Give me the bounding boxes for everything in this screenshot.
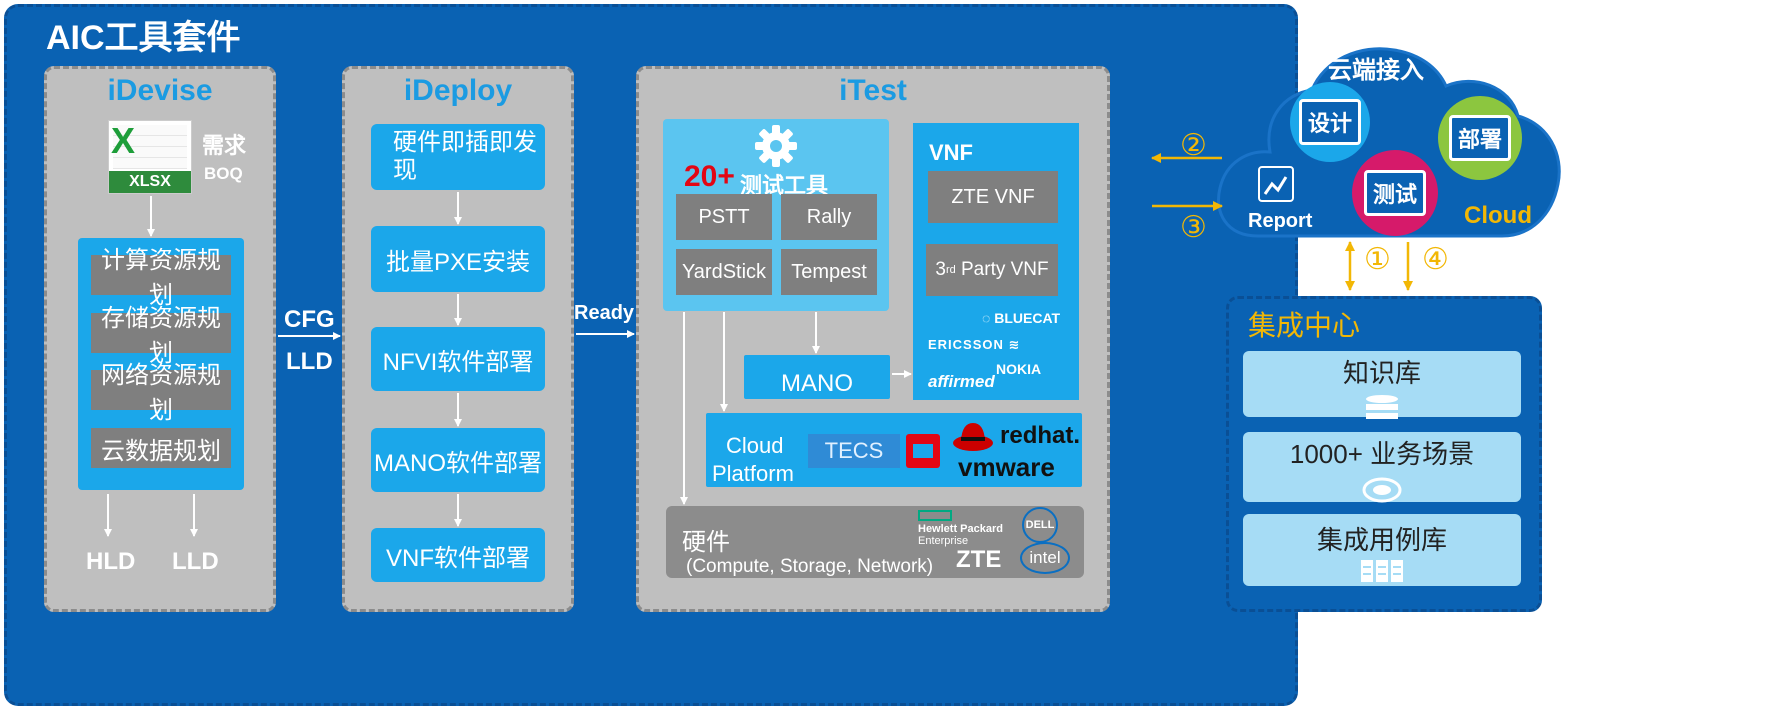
knowledge-base-item: 知识库 — [1243, 351, 1521, 419]
tools-count: 20+ — [684, 160, 735, 193]
integration-cases-item: 集成用例库 — [1243, 514, 1521, 586]
report-label: Report — [1248, 210, 1313, 232]
cloud-title: 云端接入 — [1328, 57, 1424, 84]
tool-yardstick: YardStick — [676, 249, 772, 295]
plan-item-storage: 存储资源规划 — [91, 305, 231, 367]
box-icon — [1362, 477, 1402, 503]
lld-output-label: LLD — [172, 548, 219, 575]
step-3-label: ③ — [1180, 211, 1207, 244]
step-1-label: ① — [1364, 243, 1391, 276]
hpe-logo-line1: Hewlett Packard — [918, 523, 1003, 535]
step-hw-discovery: 硬件即插即发现 — [371, 124, 545, 190]
step-4-label: ④ — [1422, 243, 1449, 276]
openstack-logo-icon — [906, 434, 940, 468]
dell-logo: DELL — [1022, 507, 1058, 543]
vnf-title: VNF — [929, 140, 973, 165]
test-label: 测试 — [1372, 182, 1417, 207]
redhat-logo-text: redhat. — [1000, 422, 1081, 449]
step-vnf-deploy: VNF软件部署 — [371, 528, 545, 582]
bluecat-logo-text: BLUECAT — [994, 310, 1061, 326]
deploy-circle: 部署 — [1438, 96, 1522, 180]
knowledge-base-label: 知识库 — [1342, 358, 1421, 388]
deploy-label: 部署 — [1457, 127, 1502, 152]
integration-cases-label: 集成用例库 — [1316, 525, 1447, 555]
step-2-label: ② — [1180, 129, 1207, 162]
design-circle: 设计 — [1290, 82, 1370, 162]
plan-item-network: 网络资源规划 — [91, 362, 231, 424]
intel-logo: intel — [1020, 542, 1070, 574]
integration-center-title: 集成中心 — [1248, 310, 1361, 341]
ericsson-logo: ERICSSON ≋ — [928, 337, 1021, 352]
bluecat-logo: ◌ BLUECAT — [982, 310, 1061, 326]
design-monitor-icon: 设计 — [1299, 99, 1361, 145]
cloud-platform-label: Cloud Platform — [712, 432, 794, 488]
tecs-logo: TECS — [808, 434, 900, 468]
tool-pstt: PSTT — [676, 194, 772, 240]
tool-rally: Rally — [781, 194, 877, 240]
hardware-title: 硬件 — [682, 529, 730, 556]
zte-logo: ZTE — [956, 546, 1002, 573]
step-hw-discovery-label: 硬件即插即发现 — [393, 129, 537, 184]
third-party-vnf-sup: rd — [945, 264, 956, 276]
intel-logo-text: intel — [1029, 548, 1061, 567]
step-nfvi-deploy: NFVI软件部署 — [371, 327, 545, 391]
gear-icon — [754, 124, 798, 168]
idevise-title: iDevise — [107, 74, 213, 107]
test-monitor-icon: 测试 — [1364, 170, 1426, 216]
business-scenarios-item: 1000+ 业务场景 — [1243, 432, 1521, 503]
zte-vnf: ZTE VNF — [928, 171, 1058, 223]
affirmed-logo: affirmed — [928, 372, 995, 391]
lld-connector-label: LLD — [286, 348, 333, 375]
business-scenarios-label: 1000+ 业务场景 — [1289, 439, 1475, 469]
ideploy-title: iDeploy — [403, 74, 513, 107]
hld-output-label: HLD — [86, 548, 136, 575]
cloud-platform-line2: Platform — [712, 461, 794, 486]
third-party-vnf-text: Party VNF — [955, 259, 1049, 280]
main-title: AIC工具套件 — [46, 19, 241, 57]
requirement-label: 需求 — [202, 133, 247, 158]
boq-label: BOQ — [204, 164, 243, 183]
step-pxe-install: 批量PXE安装 — [371, 226, 545, 292]
plan-item-compute: 计算资源规划 — [91, 247, 231, 309]
cloud-label: Cloud — [1464, 202, 1532, 229]
third-party-vnf-num: 3 — [935, 259, 946, 280]
ready-label: Ready — [574, 302, 635, 324]
hardware-subtitle: (Compute, Storage, Network) — [686, 556, 934, 577]
mano-box: MANO — [744, 355, 890, 399]
plan-item-cloud-data: 云数据规划 — [91, 428, 231, 468]
cfg-label: CFG — [284, 306, 335, 333]
xlsx-label: XLSX — [109, 171, 191, 193]
ericsson-logo-text: ERICSSON — [928, 337, 1004, 352]
nokia-logo: NOKIA — [996, 361, 1042, 377]
hardware-box — [666, 506, 1084, 578]
design-label: 设计 — [1307, 111, 1352, 136]
database-icon — [1366, 395, 1398, 419]
tool-tempest: Tempest — [781, 249, 877, 295]
vmware-logo: vmware — [958, 452, 1055, 482]
test-circle: 测试 — [1352, 150, 1438, 236]
report-icon — [1258, 166, 1294, 202]
redhat-logo-icon — [952, 417, 994, 455]
itest-title: iTest — [839, 74, 907, 107]
tecs-logo-text: TECS — [824, 438, 884, 463]
step-mano-deploy: MANO软件部署 — [371, 428, 545, 492]
excel-file-icon: X XLSX — [108, 120, 192, 194]
hpe-logo: Hewlett Packard Enterprise — [918, 510, 1018, 547]
server-rack-icon — [1361, 560, 1403, 582]
deploy-monitor-icon: 部署 — [1449, 115, 1511, 161]
tools-label: 测试工具 — [740, 173, 829, 198]
dell-logo-text: DELL — [1025, 519, 1055, 531]
cloud-platform-line1: Cloud — [726, 433, 784, 458]
hpe-logo-line2: Enterprise — [918, 535, 969, 547]
